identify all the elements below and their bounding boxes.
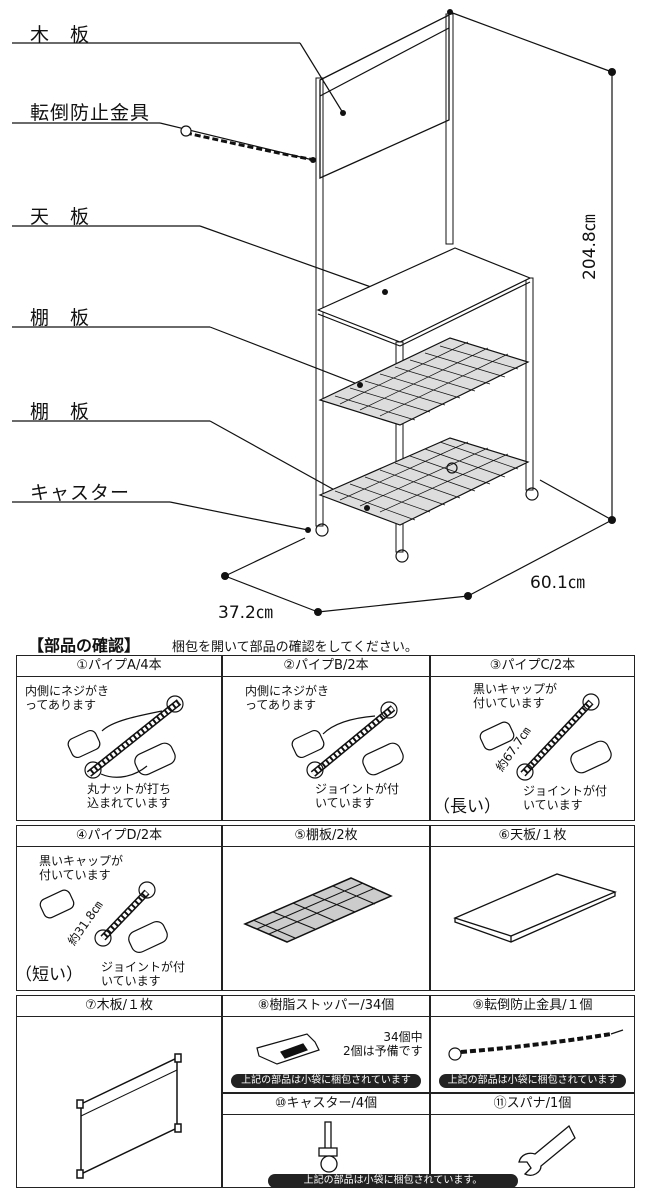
resin-stopper-icon <box>256 1033 320 1065</box>
caster-icon <box>318 1121 338 1173</box>
chain-icon <box>448 1029 624 1061</box>
part-title: ②パイプB/2本 <box>223 656 429 677</box>
part-title: ⑤棚板/2枚 <box>223 826 429 847</box>
wire-shelf-icon <box>243 877 393 943</box>
part-note: 黒いキャップが 付いています <box>473 682 558 710</box>
dimension-depth: 37.2㎝ <box>218 603 273 623</box>
part-caster: ⑩キャスター/4個 <box>222 1093 430 1188</box>
part-note: 内側にネジがき ってあります <box>245 684 330 712</box>
pipe-size: （長い） <box>433 797 501 817</box>
part-note: 内側にネジがき ってあります <box>25 684 110 712</box>
label-top-board: 天 板 <box>30 206 91 228</box>
top-board-icon <box>453 873 617 943</box>
dimension-width: 60.1㎝ <box>530 573 585 593</box>
part-note: ジョイントが付 いています <box>523 784 608 812</box>
assembly-diagram <box>12 9 616 616</box>
part-note: ジョイントが付 いています <box>101 960 186 988</box>
part-note: 34個中 2個は予備です <box>343 1030 423 1058</box>
pipe-b-icon <box>291 701 404 779</box>
wood-board-icon <box>76 1053 182 1179</box>
label-shelf-2: 棚 板 <box>30 401 91 423</box>
part-note: 丸ナットが打ち 込まれています <box>87 782 172 810</box>
part-pipe-d: ④パイプD/2本 黒いキャップが 付いています ジョイントが付 いています 約3… <box>15 825 222 991</box>
pipe-a-icon <box>67 695 184 779</box>
part-pipe-a: ①パイプA/4本 内側にネジがき ってあります 丸ナットが打ち 込まれています <box>16 655 222 821</box>
small-bag-note: 上記の部品は小袋に梱包されています <box>231 1074 421 1088</box>
part-note: ジョイントが付 いています <box>315 782 400 810</box>
part-title: ⑪スパナ/1個 <box>431 1094 634 1115</box>
label-caster: キャスター <box>30 482 131 504</box>
part-note: 黒いキャップが 付いています <box>39 854 124 882</box>
pipe-c-icon <box>479 693 612 781</box>
part-title: ④パイプD/2本 <box>17 826 221 847</box>
parts-header: 【部品の確認】 <box>28 636 141 655</box>
pipe-size: （短い） <box>15 965 83 985</box>
part-top-board: ⑥天板/１枚 <box>430 825 635 991</box>
part-resin-stopper: ⑧樹脂ストッパー/34個 34個中 2個は予備です 上記の部品は小袋に梱包されて… <box>222 995 430 1093</box>
part-title: ⑨転倒防止金具/１個 <box>431 996 634 1017</box>
small-bag-note: 上記の部品は小袋に梱包されています <box>439 1074 626 1088</box>
part-wood-board: ⑦木板/１枚 <box>16 995 222 1188</box>
label-wood-board: 木 板 <box>30 24 91 46</box>
dimension-height: 204.8㎝ <box>580 214 600 280</box>
part-title: ③パイプC/2本 <box>431 656 634 677</box>
part-pipe-b: ②パイプB/2本 内側にネジがき ってあります ジョイントが付 いています <box>222 655 430 821</box>
bottom-bag-note: 上記の部品は小袋に梱包されています。 <box>268 1174 518 1188</box>
part-title: ①パイプA/4本 <box>17 656 221 677</box>
part-anti-tip-bracket: ⑨転倒防止金具/１個 上記の部品は小袋に梱包されています <box>430 995 635 1093</box>
part-title: ⑦木板/１枚 <box>17 996 221 1017</box>
spanner-icon <box>518 1124 576 1176</box>
part-title: ⑧樹脂ストッパー/34個 <box>223 996 429 1017</box>
parts-subtitle: 梱包を開いて部品の確認をしてください。 <box>172 640 418 655</box>
pipe-d-icon <box>39 881 168 953</box>
part-spanner: ⑪スパナ/1個 <box>430 1093 635 1188</box>
part-title: ⑩キャスター/4個 <box>223 1094 429 1115</box>
part-pipe-c: ③パイプC/2本 黒いキャップが 付いています ジョイントが付 いています 約6… <box>430 655 635 821</box>
part-shelf: ⑤棚板/2枚 <box>222 825 430 991</box>
part-title: ⑥天板/１枚 <box>431 826 634 847</box>
label-anti-tip: 転倒防止金具 <box>30 102 151 124</box>
label-shelf-1: 棚 板 <box>30 307 91 329</box>
